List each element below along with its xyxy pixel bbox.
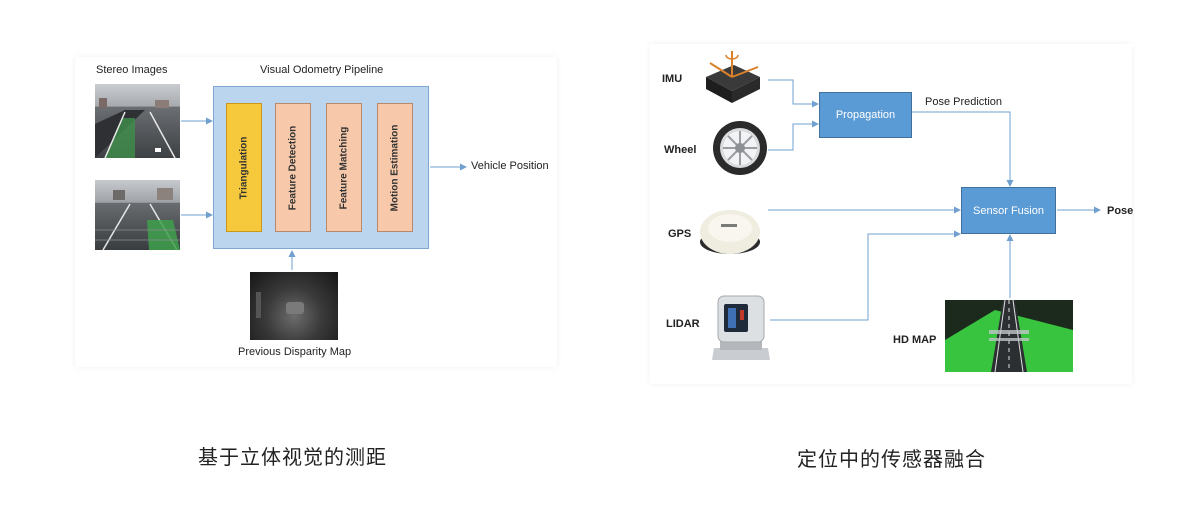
arrow-wheel [768,120,819,151]
wheel-label: Wheel [664,144,697,156]
arrow-lidar [770,230,961,321]
previous-disparity-label: Previous Disparity Map [238,346,352,358]
stereo-image-left [95,84,180,158]
propagation-box: Propagation [819,92,912,138]
stage-feature-matching: Feature Matching [326,103,362,232]
pose-label: Pose [1107,205,1134,217]
gps-sensor-icon [697,204,763,260]
lidar-sensor-icon [710,292,772,362]
hd-map-label: HD MAP [893,334,937,346]
caption-left: 基于立体视觉的测距 [198,447,387,469]
stereo-images-label: Stereo Images [96,64,168,76]
wheel-sensor-icon [712,120,768,176]
vehicle-position-label: Vehicle Position [471,160,549,172]
pose-prediction-label: Pose Prediction [925,96,1003,108]
disparity-map-image [250,272,338,340]
caption-right: 定位中的传感器融合 [797,449,986,471]
gps-label: GPS [668,228,692,240]
stage-feature-detection: Feature Detection [275,103,311,232]
sensor-fusion-box: Sensor Fusion [961,187,1056,234]
lidar-label: LIDAR [666,318,700,330]
arrow-pose-prediction [912,111,1014,187]
pipeline-title: Visual Odometry Pipeline [260,64,384,76]
stage-motion-estimation: Motion Estimation [377,103,413,232]
hd-map-image [945,300,1073,372]
stereo-image-right [95,180,180,250]
imu-sensor-icon [700,47,770,105]
imu-label: IMU [662,73,683,85]
stage-triangulation: Triangulation [226,103,262,232]
arrow-imu [768,79,819,108]
